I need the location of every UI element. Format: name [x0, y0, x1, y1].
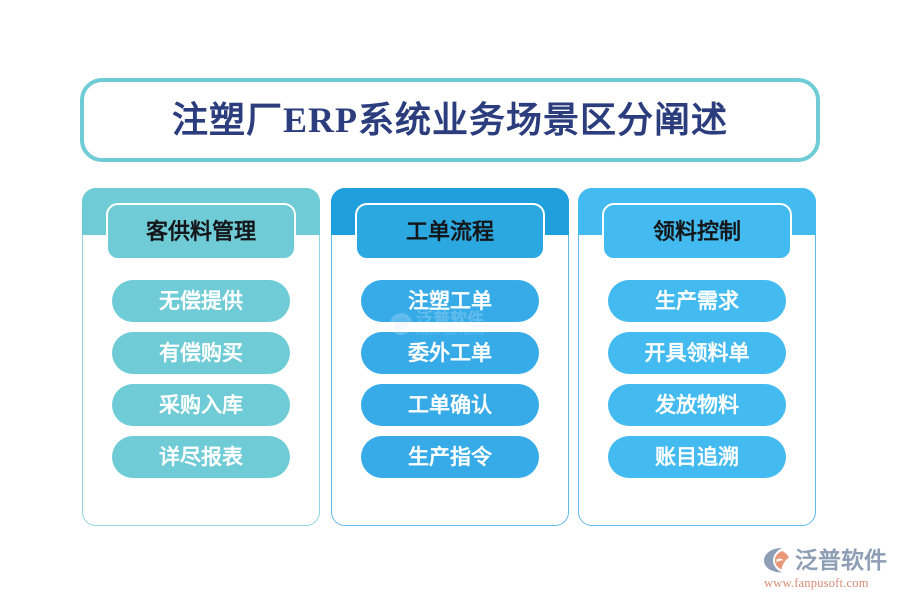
- pill-item[interactable]: 工单确认: [361, 384, 539, 426]
- pill-label: 开具领料单: [644, 340, 750, 365]
- logo-url: www.fanpusoft.com: [764, 576, 869, 590]
- pill-label: 发放物料: [655, 392, 739, 417]
- pill-item[interactable]: 无偿提供: [112, 280, 290, 322]
- pill-label: 委外工单: [408, 340, 492, 365]
- pill-label: 采购入库: [159, 392, 243, 417]
- pill-item[interactable]: 生产指令: [361, 436, 539, 478]
- pill-label: 工单确认: [408, 392, 492, 417]
- pill-item[interactable]: 账目追溯: [608, 436, 786, 478]
- pill-label: 无偿提供: [159, 288, 243, 313]
- page-title: 注塑厂ERP系统业务场景区分阐述: [171, 100, 728, 140]
- pill-item[interactable]: 详尽报表: [112, 436, 290, 478]
- pill-list: 生产需求 开具领料单 发放物料 账目追溯: [578, 280, 816, 488]
- pill-item[interactable]: 开具领料单: [608, 332, 786, 374]
- pill-list: 注塑工单 委外工单 工单确认 生产指令: [331, 280, 569, 488]
- pill-item[interactable]: 有偿购买: [112, 332, 290, 374]
- pill-list: 无偿提供 有偿购买 采购入库 详尽报表: [82, 280, 320, 488]
- title-banner: 注塑厂ERP系统业务场景区分阐述: [80, 78, 820, 162]
- logo-row: 泛普软件: [762, 546, 892, 574]
- column-header-chip[interactable]: 客供料管理: [106, 203, 296, 260]
- column-header-label: 领料控制: [652, 218, 741, 244]
- pill-label: 注塑工单: [408, 288, 492, 313]
- pill-label: 生产指令: [408, 444, 492, 469]
- brand-logo: 泛普软件 www.fanpusoft.com: [762, 546, 892, 592]
- pill-item[interactable]: 采购入库: [112, 384, 290, 426]
- column-header-label: 客供料管理: [145, 218, 256, 244]
- pill-item[interactable]: 委外工单: [361, 332, 539, 374]
- column-header-chip[interactable]: 工单流程: [355, 203, 545, 260]
- pill-item[interactable]: 注塑工单: [361, 280, 539, 322]
- logo-wordmark: 泛普软件: [795, 546, 887, 573]
- pill-label: 有偿购买: [159, 340, 243, 365]
- pill-label: 生产需求: [655, 288, 739, 313]
- pill-label: 详尽报表: [159, 444, 243, 469]
- pill-label: 账目追溯: [655, 444, 739, 469]
- column-customer-supplied-material: 客供料管理 无偿提供 有偿购买 采购入库 详尽报表: [82, 188, 320, 526]
- column-work-order-process: 工单流程 注塑工单 委外工单 工单确认 生产指令: [331, 188, 569, 526]
- pill-item[interactable]: 生产需求: [608, 280, 786, 322]
- column-header-label: 工单流程: [405, 218, 494, 244]
- column-material-requisition-control: 领料控制 生产需求 开具领料单 发放物料 账目追溯: [578, 188, 816, 526]
- pill-item[interactable]: 发放物料: [608, 384, 786, 426]
- fanpu-logo-icon: [762, 546, 792, 574]
- column-header-chip[interactable]: 领料控制: [602, 203, 792, 260]
